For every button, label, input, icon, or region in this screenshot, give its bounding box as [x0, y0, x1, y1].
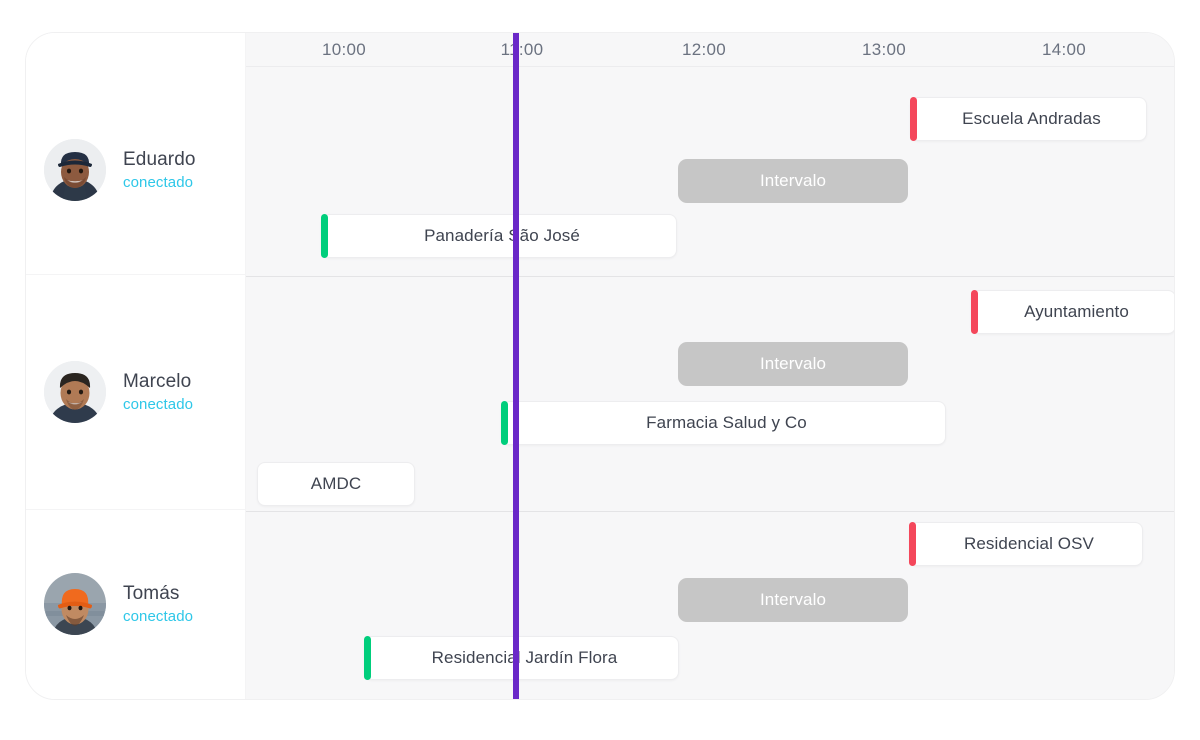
timeline-lane-marcelo[interactable]: Ayuntamiento Intervalo Farmacia Salud y …	[246, 277, 1174, 512]
resource-row-tomas[interactable]: Tomás conectado	[26, 510, 245, 699]
resource-name: Marcelo	[123, 370, 192, 392]
event-accent-bar-red	[909, 522, 916, 566]
event-label: Intervalo	[759, 354, 827, 373]
event-label: Intervalo	[759, 590, 827, 609]
resource-column: Eduardo conectado	[26, 33, 246, 699]
event-label: Residencial OSV	[963, 534, 1094, 553]
avatar-eduardo-cap[interactable]	[44, 139, 106, 202]
time-tick-1200: 12:00	[681, 40, 727, 59]
resource-meta-tomas: Tomás conectado	[123, 583, 193, 625]
time-tick-1000: 10:00	[321, 40, 367, 59]
timeline-area[interactable]: 10:00 11:00 12:00 13:00 14:00 Escuela An…	[246, 33, 1174, 699]
time-tick-1400: 14:00	[1041, 40, 1087, 59]
avatar-marcelo[interactable]	[44, 360, 106, 423]
resource-status: conectado	[123, 395, 194, 413]
timeline-lane-tomas[interactable]: Residencial OSV Intervalo Residencial Ja…	[246, 512, 1174, 699]
resource-name: Tomás	[123, 583, 180, 605]
event-accent-bar-green	[321, 214, 328, 258]
time-tick-1100: 11:00	[500, 40, 544, 59]
resource-status: conectado	[123, 608, 194, 626]
resource-meta-marcelo: Marcelo conectado	[123, 371, 193, 413]
event-label: Residencial Jardín Flora	[431, 648, 618, 667]
event-card-amdc[interactable]: AMDC	[257, 462, 415, 506]
event-label: Escuela Andradas	[962, 109, 1101, 128]
resource-row-eduardo[interactable]: Eduardo conectado	[26, 66, 245, 276]
event-card-intervalo[interactable]: Intervalo	[678, 159, 908, 203]
event-card-residencial-jardin-flora[interactable]: Residencial Jardín Flora	[364, 636, 679, 680]
avatar-tomas-helmet[interactable]	[44, 573, 106, 636]
resource-name: Eduardo	[123, 149, 196, 171]
event-card-farmacia-salud-y-co[interactable]: Farmacia Salud y Co	[501, 401, 946, 445]
resource-meta-eduardo: Eduardo conectado	[123, 149, 196, 191]
time-tick-1300: 13:00	[861, 40, 907, 59]
event-label: Farmacia Salud y Co	[646, 413, 807, 432]
timeline-lane-eduardo[interactable]: Escuela Andradas Intervalo Panadería São…	[246, 67, 1174, 277]
event-label: AMDC	[310, 474, 362, 493]
event-card-residencial-osv[interactable]: Residencial OSV	[909, 522, 1143, 566]
event-accent-bar-red	[910, 97, 917, 141]
event-card-intervalo[interactable]: Intervalo	[678, 578, 908, 622]
event-card-panaderia-sao-jose[interactable]: Panadería São José	[321, 214, 677, 258]
event-accent-bar-green	[364, 636, 371, 680]
resource-status: conectado	[123, 173, 194, 191]
resource-column-header-spacer	[26, 33, 245, 66]
event-card-escuela-andradas[interactable]: Escuela Andradas	[910, 97, 1147, 141]
event-label: Intervalo	[759, 171, 827, 190]
event-label: Ayuntamiento	[1024, 302, 1129, 321]
scheduler-card: Eduardo conectado	[25, 32, 1175, 700]
event-accent-bar-red	[971, 290, 978, 334]
event-accent-bar-green	[501, 401, 508, 445]
resource-row-marcelo[interactable]: Marcelo conectado	[26, 275, 245, 510]
event-card-intervalo[interactable]: Intervalo	[678, 342, 908, 386]
time-axis-header: 10:00 11:00 12:00 13:00 14:00	[246, 33, 1174, 67]
event-card-ayuntamiento[interactable]: Ayuntamiento	[971, 290, 1174, 334]
event-label: Panadería São José	[424, 226, 580, 245]
